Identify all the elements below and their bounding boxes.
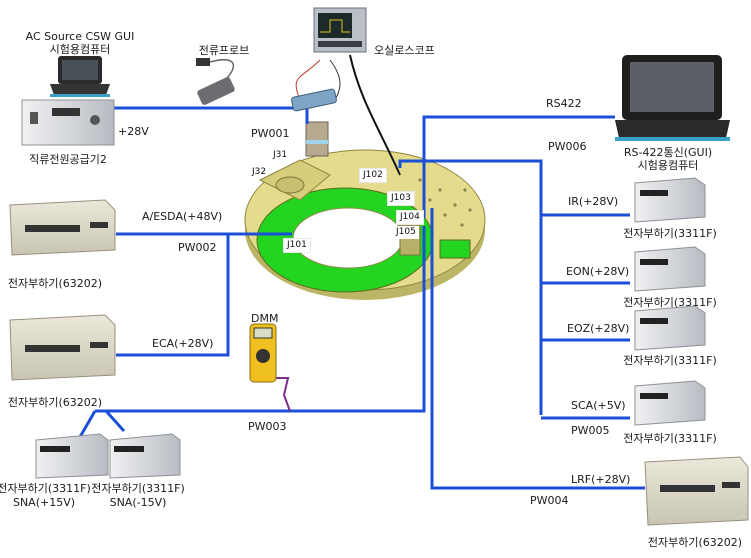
connector-j101-label: J101 (283, 238, 311, 253)
load-3311f-snan-label-2: SNA(-15V) (109, 496, 167, 509)
connector-j103-label: J103 (387, 191, 415, 206)
connector-j102-label: J102 (359, 168, 387, 183)
ac-source-pc-label-2: 시험용컴퓨터 (49, 43, 111, 56)
wire-pw004 (430, 208, 645, 490)
eon-signal-label: EON(+28V) (566, 265, 630, 278)
connector-j105-label: J105 (393, 226, 419, 239)
pw002-eca-label: ECA(+28V) (152, 337, 214, 350)
dc-power-supply-label: 직류전원공급기2 (29, 153, 107, 166)
multimeter-icon (249, 323, 277, 383)
oscilloscope-label: 오실로스코프 (374, 44, 435, 57)
wire-pw001 (114, 106, 309, 124)
wire-pw003-snan (104, 409, 126, 433)
load-3311f-sca-label: 전자부하기(3311F) (623, 432, 717, 445)
connector-j32-label: J32 (252, 167, 267, 177)
load-63202-a-icon (9, 199, 116, 256)
current-probe-icon (196, 58, 235, 105)
lrf-signal-label: LRF(+28V) (571, 473, 631, 486)
rs422-laptop-icon (615, 55, 730, 141)
dc-power-supply-icon (21, 99, 115, 146)
pw004-label: PW004 (530, 494, 569, 507)
wire-pw003 (95, 226, 426, 413)
connector-j31-label: J31 (273, 150, 288, 160)
scope-probe-cable (349, 54, 401, 176)
wire-pw006-bus (398, 159, 543, 415)
load-63202-b-icon (9, 314, 116, 381)
current-probe-label: 전류프로브 (198, 44, 250, 57)
pw001-signal-label: +28V (118, 125, 149, 138)
load-3311f-ir-label: 전자부하기(3311F) (623, 227, 717, 240)
load-3311f-eon-label: 전자부하기(3311F) (623, 296, 717, 309)
eoz-signal-label: EOZ(+28V) (567, 322, 630, 335)
pw001-label: PW001 (251, 127, 290, 140)
dmm-label: DMM (251, 312, 279, 325)
pw006-label: PW006 (548, 140, 587, 153)
pw002-aesda-label: A/ESDA(+48V) (142, 210, 223, 223)
load-3311f-snap-label-1: 전자부하기(3311F) (0, 482, 91, 495)
load-63202-b-label: 전자부하기(63202) (7, 396, 103, 409)
load-3311f-snap-label-2: SNA(+15V) (12, 496, 76, 509)
oscilloscope-icon (313, 7, 367, 53)
load-63202-a-label: 전자부하기(63202) (7, 277, 103, 290)
load-3311f-eon-icon (634, 246, 706, 292)
pw003-label: PW003 (248, 420, 287, 433)
ir-signal-label: IR(+28V) (568, 195, 619, 208)
load-3311f-sca-icon (634, 380, 706, 426)
sca-signal-label: SCA(+5V) (571, 399, 626, 412)
load-3311f-snan-label-1: 전자부하기(3311F) (91, 482, 185, 495)
load-63202-c-label: 전자부하기(63202) (647, 536, 743, 549)
connector-j31 (305, 121, 329, 157)
connector-j104-label: J104 (396, 210, 424, 225)
ac-source-laptop-icon (50, 56, 110, 97)
rs422-pc-label-1: RS-422통신(GUI) (623, 146, 713, 159)
load-3311f-eoz-label: 전자부하기(3311F) (623, 354, 717, 367)
load-3311f-snap-icon (35, 433, 109, 479)
wire-pw003-snap (78, 410, 97, 438)
dmm-lead (272, 377, 291, 412)
load-3311f-eoz-icon (634, 305, 706, 351)
wire-pw002-eca (116, 234, 230, 357)
pw002-label: PW002 (178, 241, 217, 254)
ac-source-pc-label-1: AC Source CSW GUI (25, 30, 135, 43)
differential-probe-icon (291, 88, 337, 112)
wiring (78, 106, 645, 490)
rs422-label: RS422 (546, 97, 582, 110)
rs422-pc-label-2: 시험용컴퓨터 (637, 159, 699, 172)
wire-rs422 (422, 115, 615, 218)
load-3311f-ir-icon (634, 177, 706, 223)
pw005-label: PW005 (571, 424, 610, 437)
load-63202-c-icon (644, 456, 749, 526)
load-3311f-snan-icon (109, 433, 181, 479)
